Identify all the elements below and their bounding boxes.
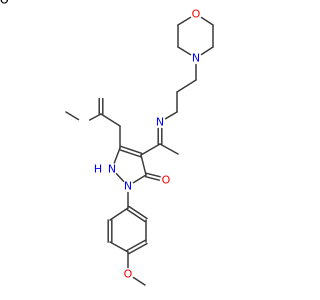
molecule-diagram: O N N O O N H N O O [0,0,214,286]
double-bond-c4-c3-b [118,148,142,158]
atom-n-h: N [108,163,116,176]
double-bond-c5-o_ketone-b [145,172,161,178]
atom-n-imine: N [156,116,164,129]
bond-layer [65,16,214,286]
double-bond-ar6-ar1-a [128,205,148,220]
atom-n-morpholine: N [192,52,200,65]
atom-o-ester-carbonyl: O [0,0,9,7]
bond-m2-n_morph [200,46,214,56]
double-bond-c5-o_ketone-a [144,175,161,181]
bond-ar1-ar2 [109,207,129,221]
atom-o-ester-single: O [0,0,9,7]
bond-ar3-ar4 [109,241,129,253]
atom-o-methoxy: O [124,268,133,281]
atom-h: H [94,163,102,176]
atom-n-pyrazolone: N [124,180,132,193]
bond-n_pyraz-c5 [132,174,147,184]
bond-o_est-me_est [65,111,80,121]
bond-c3-nh [113,147,121,164]
atom-o-ketone: O [162,174,171,187]
bond-nh-n_pyraz [115,172,125,183]
bond-c5-c4 [140,154,147,176]
atom-o-morpholine: O [192,8,201,21]
double-bond-c4-c3-a [119,145,143,155]
atom-label-layer: O N N O O N H N O O [0,0,201,281]
bond-c_im-me_im [159,143,179,155]
bond-cp1-cp2 [176,79,197,93]
bond-o_ring-m1 [200,16,214,26]
bond-n_morph-m3 [177,46,192,56]
bond-c_est-o_est [88,113,102,121]
double-bond-ar6-ar1-b [126,208,146,223]
bond-ch2-c_est [100,113,121,127]
double-bond-ar4-ar5-b [126,239,146,252]
bond-o_methoxy-me_ox [132,276,146,286]
bond-c_im-c4 [140,143,161,156]
bond-cp3-n_imine [164,111,178,120]
bond-m4-o_ring [177,16,192,26]
double-bond-ar4-ar5-a [128,242,148,255]
